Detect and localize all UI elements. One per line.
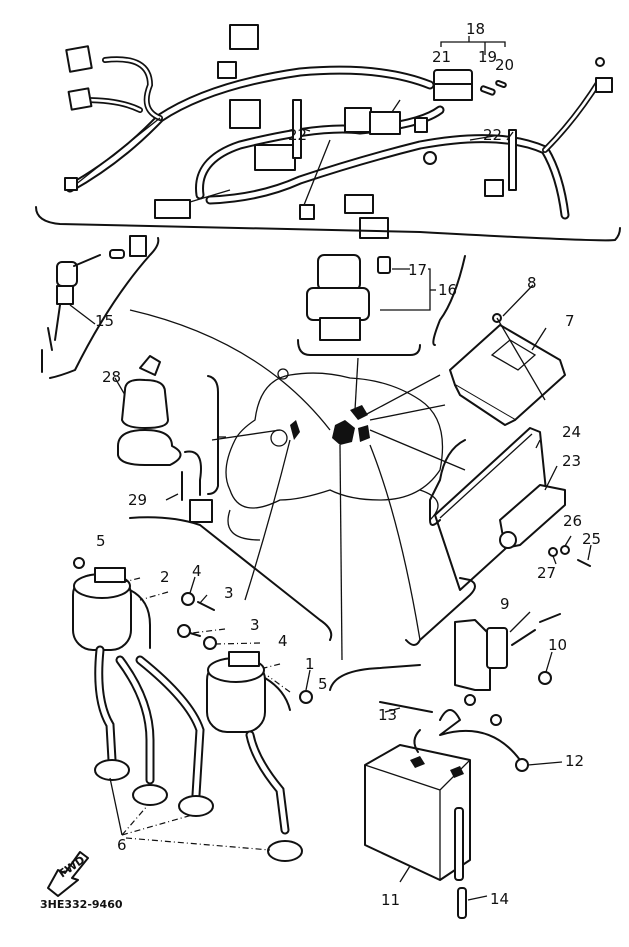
main-switch[interactable] xyxy=(117,355,213,523)
callout-7: 7 xyxy=(565,312,575,330)
callout-28: 28 xyxy=(102,368,121,386)
coil-fasteners[interactable] xyxy=(177,592,217,650)
callout-12: 12 xyxy=(565,752,584,770)
bracket-18 xyxy=(440,41,506,47)
motorcycle-silhouette xyxy=(225,368,444,541)
callout-19: 19 xyxy=(478,48,497,66)
rear-brake-switch[interactable] xyxy=(41,235,147,373)
callout-15: 15 xyxy=(95,312,114,330)
spark-plug-leads[interactable] xyxy=(94,645,303,862)
callout-2: 2 xyxy=(160,568,170,586)
callout-11: 11 xyxy=(381,891,400,909)
ignition-coil-1[interactable] xyxy=(206,651,313,733)
group-divider-cdi xyxy=(432,255,466,346)
callout-14: 14 xyxy=(490,890,509,908)
callout-25: 25 xyxy=(582,530,601,548)
callout-3: 3 xyxy=(224,584,234,602)
callout-26: 26 xyxy=(563,512,582,530)
callout-16: 16 xyxy=(438,281,457,299)
callout-18: 18 xyxy=(466,20,485,38)
callout-8: 8 xyxy=(527,274,537,292)
callout-6: 6 xyxy=(117,836,127,854)
callout-22b: 22 xyxy=(483,126,502,144)
group-divider-brake xyxy=(49,237,160,379)
group-divider-battery xyxy=(329,664,421,691)
ignition-coil-2[interactable] xyxy=(72,557,151,651)
rectifier-bracket[interactable] xyxy=(434,427,591,591)
callout-24: 24 xyxy=(562,423,581,441)
callout-3b: 3 xyxy=(250,616,260,634)
callout-29: 29 xyxy=(128,491,147,509)
callout-1: 1 xyxy=(305,655,315,673)
callout-13: 13 xyxy=(378,706,397,724)
drawing-code: 3HE332-9460 xyxy=(40,898,123,911)
callout-10: 10 xyxy=(548,636,567,654)
cdi-unit[interactable] xyxy=(449,313,566,426)
front-direction-arrow: FWD xyxy=(47,851,89,897)
callout-9: 9 xyxy=(500,595,510,613)
callout-27: 27 xyxy=(537,564,556,582)
group-divider-relay xyxy=(297,339,421,356)
callout-21: 21 xyxy=(432,48,451,66)
group-divider-bracket xyxy=(429,439,466,526)
callout-23: 23 xyxy=(562,452,581,470)
group-divider-coils xyxy=(129,516,333,641)
callout-5b: 5 xyxy=(318,675,328,693)
callout-labels: 18 21 19 20 22 22 17 16 8 7 15 28 24 23 … xyxy=(95,20,601,909)
callout-5: 5 xyxy=(96,532,106,550)
fuse-box[interactable] xyxy=(433,69,507,101)
callout-20: 20 xyxy=(495,56,514,74)
callout-4b: 4 xyxy=(278,632,288,650)
bracket-28 xyxy=(207,375,219,495)
callout-4: 4 xyxy=(192,562,202,580)
leader-screw-cdi xyxy=(496,317,546,401)
group-divider-relay-lower xyxy=(405,577,476,646)
location-leaders xyxy=(129,309,466,661)
battery[interactable] xyxy=(364,694,529,919)
leader-lines xyxy=(69,127,592,901)
callout-22: 22 xyxy=(288,126,307,144)
leader-6 xyxy=(109,777,271,851)
callout-17: 17 xyxy=(408,261,427,279)
starter-relay[interactable] xyxy=(454,613,561,691)
group-divider xyxy=(35,206,621,242)
wire-harness[interactable] xyxy=(64,24,613,239)
relay-assembly[interactable] xyxy=(306,254,391,341)
